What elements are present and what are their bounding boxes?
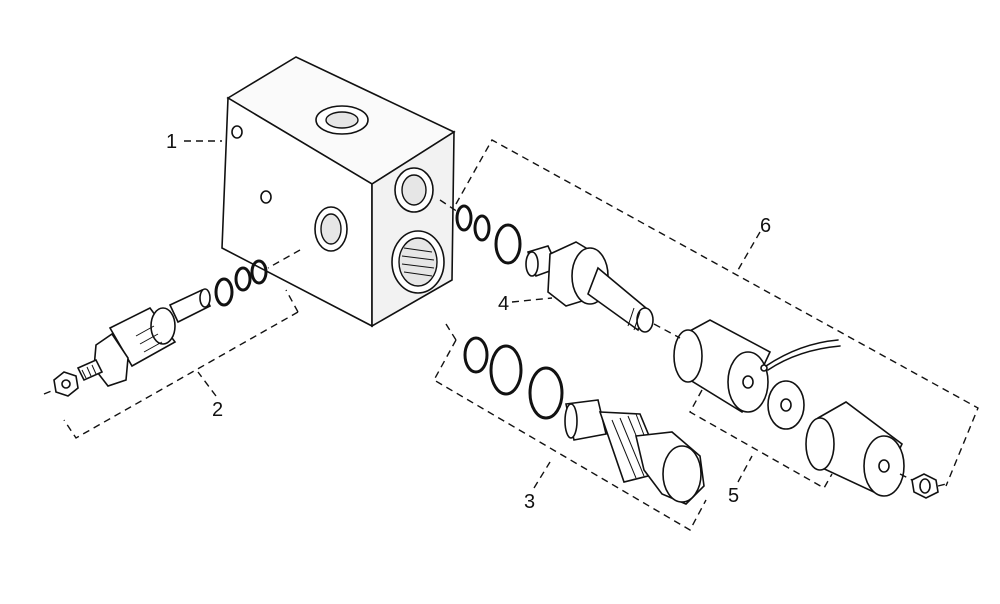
leader-4 <box>511 297 553 303</box>
callout-5: 5 <box>728 485 739 507</box>
group-bracket-2 <box>63 289 299 439</box>
leader-2 <box>197 371 217 397</box>
axis-line-4 <box>439 199 459 213</box>
manifold-block <box>221 56 456 328</box>
axis-line-2 <box>267 249 301 269</box>
callout-6: 6 <box>760 215 771 237</box>
solenoid-valve-tube <box>455 204 654 333</box>
callout-2: 2 <box>212 399 223 421</box>
check-valve-plug <box>463 336 705 505</box>
leader-3 <box>533 461 551 489</box>
solenoid-coils <box>673 319 947 499</box>
callout-3: 3 <box>524 491 535 513</box>
leader-6 <box>737 231 761 271</box>
relief-valve-cartridge <box>43 259 268 397</box>
group-bracket-5 <box>689 389 833 489</box>
callout-1: 1 <box>166 131 177 153</box>
group-bracket-3 <box>433 323 707 531</box>
axis-line-5 <box>653 323 681 339</box>
leader-5 <box>737 455 753 483</box>
callout-4: 4 <box>498 293 509 315</box>
axis-line-5b <box>899 473 913 481</box>
group-bracket-6 <box>455 139 979 487</box>
